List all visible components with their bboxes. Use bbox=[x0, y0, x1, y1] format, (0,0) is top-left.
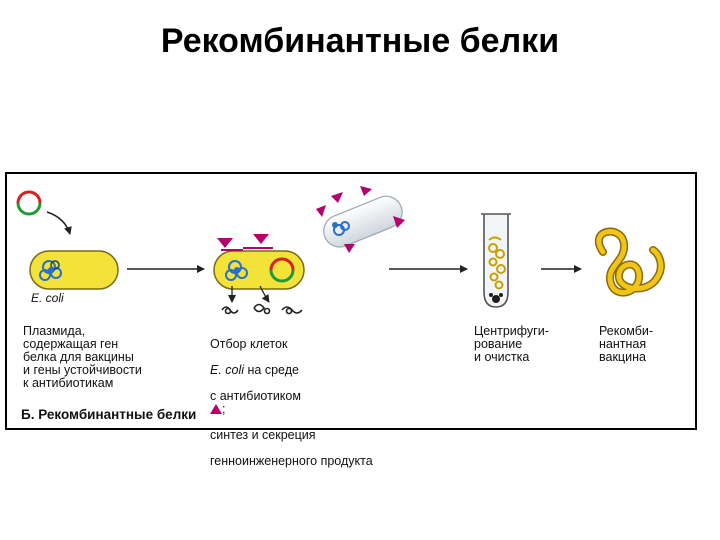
plasmid-icon bbox=[16, 190, 42, 216]
step2-species: E. coli bbox=[210, 363, 245, 377]
step2-line1: Отбор клеток bbox=[210, 337, 288, 351]
figure-frame: E. coli Плазмида, содержащая ген белка д… bbox=[5, 172, 697, 468]
figure-diagram bbox=[16, 186, 665, 315]
step2-line4: синтез и секреция bbox=[210, 428, 316, 442]
slide-title: Рекомбинантные белки bbox=[160, 22, 560, 60]
antibiotic-triangle-icon bbox=[217, 234, 273, 251]
secreted-protein-icon bbox=[221, 303, 303, 315]
figure-caption: Б. Рекомбинантные белки bbox=[21, 407, 197, 422]
step4-description: Рекомби- нантная вакцина bbox=[599, 324, 654, 364]
vaccine-protein-icon bbox=[594, 227, 665, 297]
bacterium-with-plasmid-icon bbox=[213, 250, 305, 290]
step2-line2-rest: на среде bbox=[244, 363, 299, 377]
test-tube-icon bbox=[481, 213, 511, 308]
step1-description: Плазмида, содержащая ген белка для вакци… bbox=[23, 324, 142, 390]
arrow-secretion-2 bbox=[259, 285, 270, 303]
step2-description: Отбор клеток E. coli на среде с антибиот… bbox=[210, 325, 373, 468]
ecoli-label: E. coli bbox=[31, 291, 64, 305]
step2-line3-end: ; bbox=[222, 402, 226, 416]
step2-line5: генноинженерного продукта bbox=[210, 454, 373, 468]
arrow-plasmid-to-cell bbox=[46, 211, 72, 235]
dna-cluster-icon bbox=[39, 260, 62, 281]
dead-cell-icon bbox=[316, 186, 405, 253]
bacterium-icon bbox=[29, 250, 119, 290]
step2-line3: с антибиотиком bbox=[210, 389, 301, 403]
step3-description: Центрифуги- рование и очистка bbox=[474, 324, 549, 364]
antibiotic-triangle-icon bbox=[210, 404, 222, 414]
